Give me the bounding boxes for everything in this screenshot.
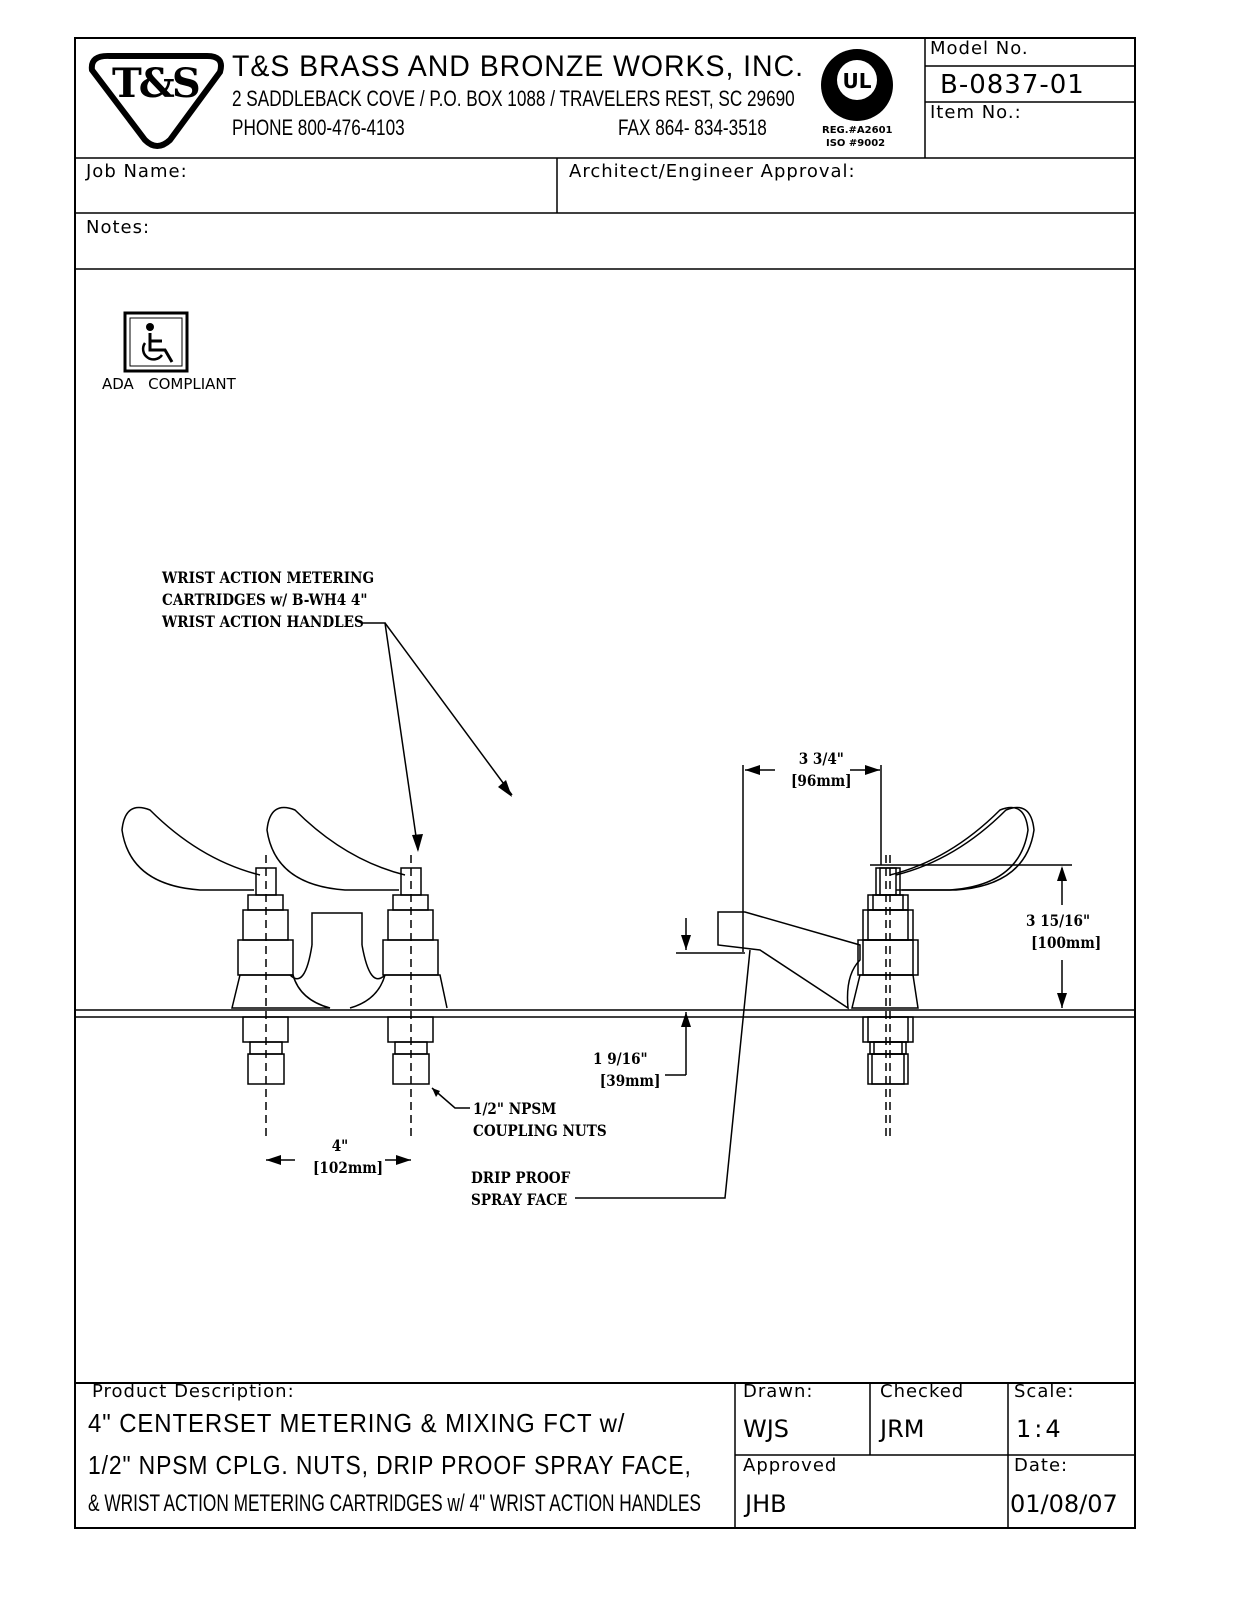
center-dim: 4" [102mm] <box>313 1135 383 1179</box>
spray-callout: DRIP PROOF SPRAY FACE <box>471 1167 570 1211</box>
date-value: 01/08/07 <box>1010 1490 1118 1518</box>
spout-reach-dim: 3 3/4" [96mm] <box>791 748 852 792</box>
model-value: B-0837-01 <box>940 70 1085 100</box>
iso-number: ISO #9002 <box>826 138 886 149</box>
dim-value: 4" <box>331 1136 349 1155</box>
company-phone: PHONE 800-476-4103 <box>232 115 405 140</box>
company-name: T&S BRASS AND BRONZE WORKS, INC. <box>232 50 804 83</box>
drawn-value: WJS <box>743 1415 790 1443</box>
callout-line: DRIP PROOF <box>471 1168 571 1187</box>
approved-value: JHB <box>745 1490 787 1518</box>
approved-label: Approved <box>743 1455 838 1476</box>
callout-line: 1/2" NPSM <box>473 1099 557 1118</box>
ul-logo: UL <box>821 49 893 121</box>
dim-value: [100mm] <box>1031 933 1102 952</box>
dim-value: 3 15/16" <box>1026 911 1091 930</box>
dim-value: [39mm] <box>599 1071 661 1090</box>
approval-field: Architect/Engineer Approval: <box>569 161 856 182</box>
logo-text: T&S <box>112 60 201 107</box>
callout-line: COUPLING NUTS <box>473 1121 607 1140</box>
arrowheads <box>266 765 1067 1165</box>
ada-icon <box>123 311 189 373</box>
scale-label: Scale: <box>1014 1381 1075 1402</box>
ada-label: ADA COMPLIANT <box>102 375 236 393</box>
model-label: Model No. <box>930 38 1029 59</box>
reg-number: REG.#A2601 <box>822 125 893 136</box>
callout-line: SPRAY FACE <box>471 1190 568 1209</box>
company-address: 2 SADDLEBACK COVE / P.O. BOX 1088 / TRAV… <box>232 86 795 111</box>
item-label: Item No.: <box>930 102 1022 123</box>
callout-line: CARTRIDGES w/ B-WH4 4" <box>162 590 368 609</box>
callout-line: WRIST ACTION HANDLES <box>162 612 364 631</box>
sheet-frame <box>74 37 1136 1529</box>
dim-value: [96mm] <box>791 771 852 790</box>
svg-text:UL: UL <box>843 69 872 93</box>
drawn-label: Drawn: <box>743 1381 814 1402</box>
description-line: 4" CENTERSET METERING & MIXING FCT w/ <box>88 1408 626 1438</box>
description-line: & WRIST ACTION METERING CARTRIDGES w/ 4"… <box>88 1490 701 1517</box>
description-label: Product Description: <box>92 1381 295 1402</box>
date-label: Date: <box>1014 1455 1069 1476</box>
company-fax: FAX 864- 834-3518 <box>618 115 767 140</box>
dim-value: [102mm] <box>313 1158 384 1177</box>
ts-logo <box>88 52 224 149</box>
scale-value: 1:4 <box>1016 1415 1064 1443</box>
notes-field: Notes: <box>86 217 151 238</box>
checked-value: JRM <box>880 1415 925 1443</box>
callout-line: WRIST ACTION METERING <box>162 568 375 587</box>
spout-height-dim: 1 9/16" [39mm] <box>593 1048 660 1092</box>
description-line: 1/2" NPSM CPLG. NUTS, DRIP PROOF SPRAY F… <box>88 1450 692 1480</box>
job-name-field: Job Name: <box>86 161 188 182</box>
dim-value: 3 3/4" <box>798 749 844 768</box>
checked-label: Checked <box>880 1381 965 1402</box>
handles-callout: WRIST ACTION METERING CARTRIDGES w/ B-WH… <box>162 567 374 633</box>
height-dim: 3 15/16" [100mm] <box>1026 910 1101 954</box>
dim-value: 1 9/16" <box>593 1049 648 1068</box>
nuts-callout: 1/2" NPSM COUPLING NUTS <box>473 1098 607 1142</box>
